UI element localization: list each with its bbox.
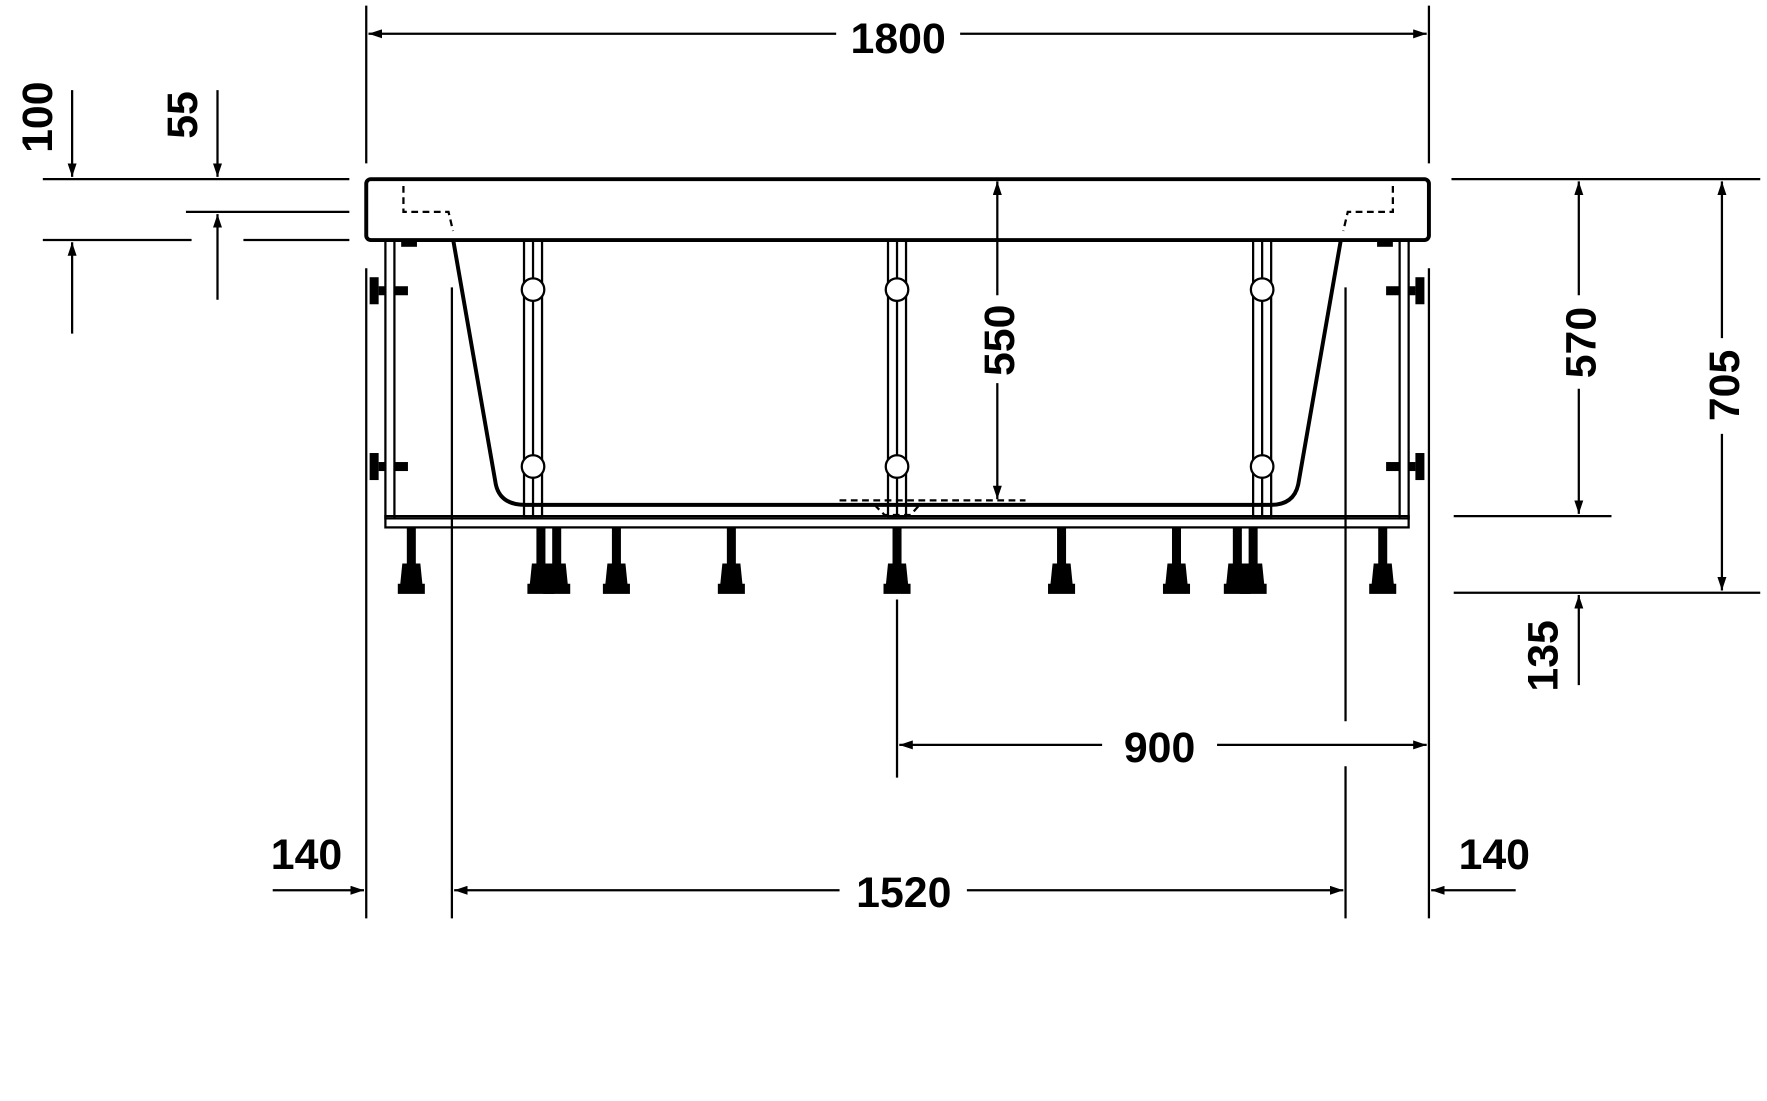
dim-center-offset: 900 (1124, 724, 1195, 772)
foot (717, 527, 745, 594)
foot (397, 527, 425, 594)
dim-100: 100 (14, 81, 62, 152)
dim-left-offset: 140 (271, 831, 342, 879)
dim-inner-length: 1520 (856, 869, 951, 917)
foot (883, 527, 911, 594)
dim-right-offset: 140 (1459, 831, 1530, 879)
dim-foot-height: 135 (1519, 620, 1567, 691)
extension-lines (42, 5, 1761, 919)
dim-overall-length: 1800 (851, 15, 946, 63)
foot (602, 527, 630, 594)
foot (1369, 527, 1397, 594)
bathtub-body (364, 177, 1431, 529)
foot (1048, 527, 1076, 594)
foot (1239, 527, 1267, 594)
dimension-labels: 1800 100 55 550 570 705 135 900 1520 140… (14, 15, 1749, 917)
foot (1162, 527, 1191, 594)
support-feet (397, 527, 1397, 594)
foot (543, 527, 571, 594)
dim-total-height: 705 (1701, 350, 1749, 421)
dimension-lines (67, 29, 1727, 895)
dim-inner-depth: 550 (976, 305, 1024, 376)
dim-tub-height: 570 (1558, 307, 1606, 378)
dim-55: 55 (159, 91, 207, 139)
